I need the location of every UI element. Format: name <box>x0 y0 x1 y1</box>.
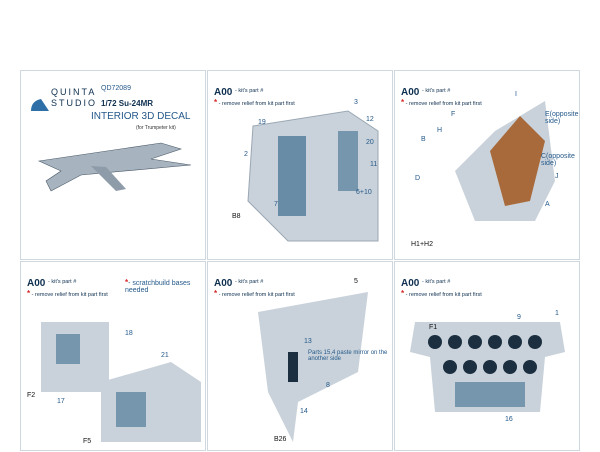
kits-part-text: - kit's part # <box>422 279 451 285</box>
gauge <box>468 335 482 349</box>
console-right <box>338 131 358 191</box>
label-17: 17 <box>57 398 65 405</box>
gauge <box>448 335 462 349</box>
part-code: A00 <box>214 278 233 289</box>
label-2: 2 <box>244 151 248 158</box>
canopy-top-panel: A00 - kit's part # * - remove relief fro… <box>207 261 393 451</box>
aircraft-image <box>37 142 192 192</box>
seat-graphics <box>455 101 555 221</box>
remove-relief-text: * - remove relief from kit part first <box>214 98 295 107</box>
decal-14 <box>288 352 298 382</box>
gauge <box>443 360 457 374</box>
header-graphics <box>31 99 192 192</box>
legend-text: *- scratchbuild bases needed <box>125 278 191 294</box>
gauge <box>503 360 517 374</box>
gauge <box>483 360 497 374</box>
remove-relief-text: * - remove relief from kit part first <box>401 289 482 298</box>
label-f1: F1 <box>429 324 438 331</box>
kits-part-text: - kit's part # <box>235 88 264 94</box>
label-b: B <box>421 136 426 143</box>
label-h1-h2: H1+H2 <box>411 241 433 248</box>
label-3: 3 <box>354 99 358 106</box>
label-11: 11 <box>370 161 378 168</box>
part-code: A00 <box>27 278 46 289</box>
brand-line-2: STUDIO <box>51 98 98 108</box>
console-left <box>278 136 306 216</box>
kits-part-text: - kit's part # <box>48 279 77 285</box>
label-18: 18 <box>125 330 133 337</box>
product-code: QD72089 <box>101 85 131 92</box>
label-f2: F2 <box>27 392 36 399</box>
label-b8: B8 <box>232 213 241 220</box>
remove-relief-text: * - remove relief from kit part first <box>27 289 108 298</box>
decal-18 <box>56 334 80 364</box>
gauge <box>508 335 522 349</box>
seat-cushion <box>490 116 545 206</box>
label-d: D <box>415 175 421 182</box>
label-c: C(opposite side) <box>541 153 575 167</box>
product-model: 1/72 Su-24MR <box>101 99 154 108</box>
gauge <box>523 360 537 374</box>
center-console <box>455 382 525 407</box>
header-panel: QUINTA STUDIO QD72089 1/72 Su-24MR INTER… <box>20 70 206 260</box>
label-b26: B26 <box>274 436 287 443</box>
label-1: 1 <box>555 310 559 317</box>
canopy-panel: A00 - kit's part # * - remove relief fro… <box>20 261 206 451</box>
brand-line-1: QUINTA <box>51 87 97 97</box>
label-h: H <box>437 127 443 134</box>
label-14: 14 <box>300 408 308 415</box>
kits-part-text: - kit's part # <box>422 88 451 94</box>
label-19: 19 <box>258 119 266 126</box>
product-title: INTERIOR 3D DECAL <box>91 111 191 122</box>
remove-relief-text: * - remove relief from kit part first <box>401 98 482 107</box>
seat-panel: A00 - kit's part # * - remove relief fro… <box>394 70 580 260</box>
label-i: I <box>515 91 517 98</box>
paste-note: Parts 15,4 paste mirror on the another s… <box>308 350 388 362</box>
label-e: E(opposite side) <box>545 111 579 125</box>
decal-21 <box>116 392 146 427</box>
label-6-10: 6+10 <box>356 189 372 196</box>
instrument-panel: A00 - kit's part # * - remove relief fro… <box>394 261 580 451</box>
cockpit-panel: A00 - kit's part # * - remove relief fro… <box>207 70 393 260</box>
label-7: 7 <box>274 201 278 208</box>
gauge <box>463 360 477 374</box>
label-20: 20 <box>366 139 374 146</box>
instrument-graphics <box>410 322 565 412</box>
gauge <box>528 335 542 349</box>
remove-relief-text: * - remove relief from kit part first <box>214 289 295 298</box>
gauge <box>488 335 502 349</box>
cockpit-tub <box>247 110 379 242</box>
label-5: 5 <box>354 278 358 285</box>
label-9: 9 <box>517 314 521 321</box>
label-16: 16 <box>505 416 513 423</box>
label-f: F <box>451 111 456 118</box>
product-note: (for Trumpeter kit) <box>136 125 176 131</box>
canopy-graphics <box>41 322 201 442</box>
brand-logo-mark <box>31 99 49 111</box>
part-code: A00 <box>401 87 420 98</box>
label-12: 12 <box>366 116 374 123</box>
instruction-sheet: QUINTA STUDIO QD72089 1/72 Su-24MR INTER… <box>20 70 580 452</box>
kits-part-text: - kit's part # <box>235 279 264 285</box>
gauge <box>428 335 442 349</box>
aircraft-wing <box>91 166 126 191</box>
part-code: A00 <box>401 278 420 289</box>
part-b26 <box>258 292 368 442</box>
label-8: 8 <box>326 382 330 389</box>
label-a: A <box>545 201 550 208</box>
label-j: J <box>555 173 559 180</box>
label-f5: F5 <box>83 438 92 445</box>
part-code: A00 <box>214 87 233 98</box>
cockpit-graphics <box>247 110 379 242</box>
label-13: 13 <box>304 338 312 345</box>
label-21: 21 <box>161 352 169 359</box>
canopy-top-graphics <box>258 292 368 442</box>
